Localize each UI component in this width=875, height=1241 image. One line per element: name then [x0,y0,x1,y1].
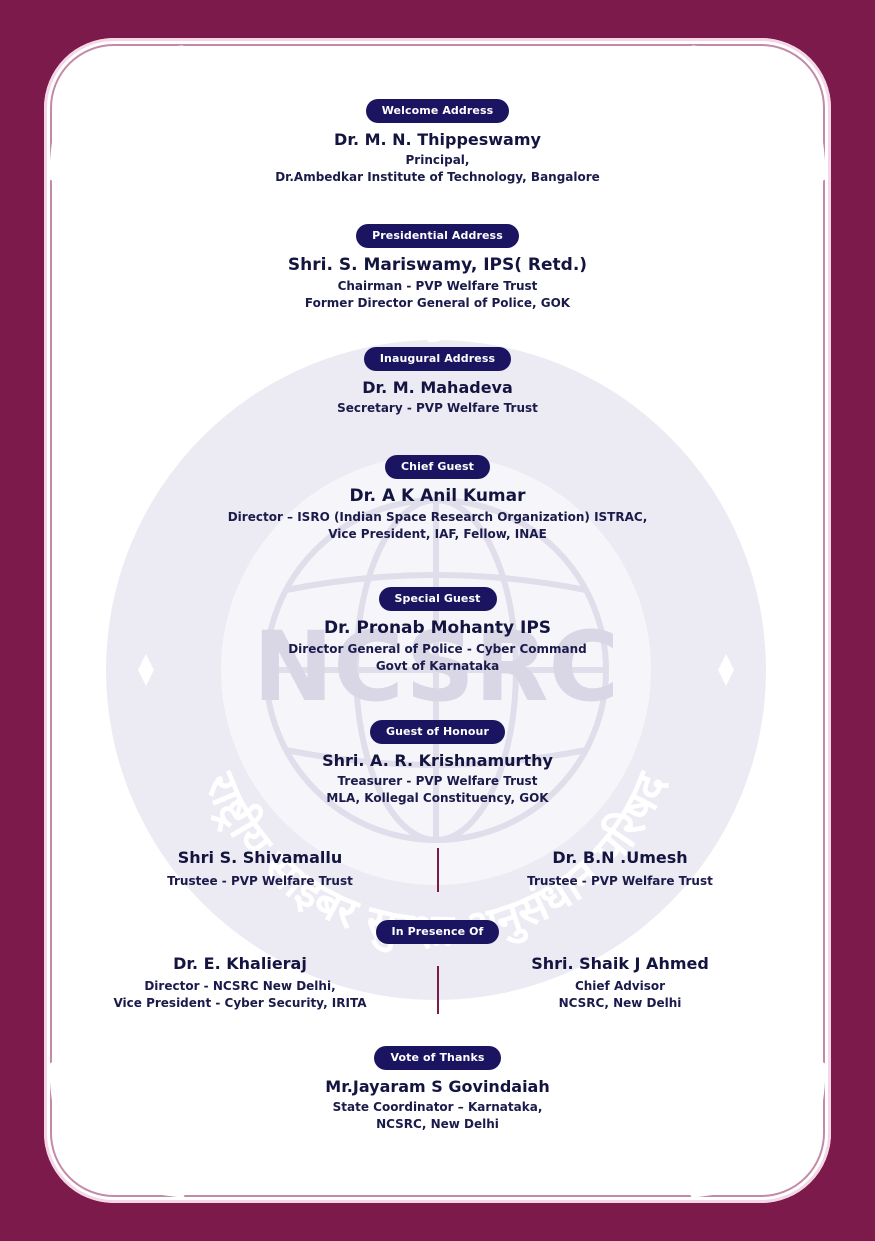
special-guest-label: Special Guest [378,587,497,611]
guest-of-honour-role1: Treasurer - PVP Welfare Trust [337,774,538,788]
special-guest-role2: Govt of Karnataka [375,659,500,673]
chief-guest-role1: Director – ISRO (Indian Space Research O… [227,510,648,524]
guest-of-honour-role2: MLA, Kollegal Constituency, GOK [326,791,549,805]
vote-of-thanks-role1: State Coordinator – Karnataka, [332,1100,543,1114]
chief-guest-section: Chief Guest Dr. A K Anil Kumar Director … [0,455,875,543]
inaugural-name: Dr. M. Mahadeva [362,378,513,397]
guest-of-honour-name: Shri. A. R. Krishnamurthy [322,751,553,770]
inaugural-role1: Secretary - PVP Welfare Trust [337,401,538,415]
presence-section: In Presence Of [0,920,875,944]
vote-of-thanks-section: Vote of Thanks Mr.Jayaram S Govindaiah S… [0,1046,875,1133]
ornament-corner-icon [49,45,185,181]
ornament-corner-icon [49,1062,185,1198]
presence-divider [437,966,439,1014]
presidential-label: Presidential Address [356,224,519,248]
presidential-role2: Former Director General of Police, GOK [304,296,571,310]
ornament-corner-icon [690,45,826,181]
trustee-left-role: Trustee - PVP Welfare Trust [167,874,353,888]
welcome-role2: Dr.Ambedkar Institute of Technology, Ban… [275,170,600,184]
trustee-right: Dr. B.N .Umesh Trustee - PVP Welfare Tru… [480,848,760,890]
presence-right-role1: Chief Advisor [574,979,666,993]
trustee-right-name: Dr. B.N .Umesh [552,848,688,867]
seal-center-text: NCSRC [253,611,619,723]
vote-of-thanks-label: Vote of Thanks [374,1046,501,1070]
presence-left: Dr. E. Khalieraj Director - NCSRC New De… [80,954,400,1012]
trustee-left: Shri S. Shivamallu Trustee - PVP Welfare… [120,848,400,890]
guest-of-honour-label: Guest of Honour [369,720,506,744]
welcome-name: Dr. M. N. Thippeswamy [334,130,541,149]
trustee-right-role: Trustee - PVP Welfare Trust [527,874,713,888]
presidential-name: Shri. S. Mariswamy, IPS( Retd.) [287,255,588,275]
trustee-left-name: Shri S. Shivamallu [177,848,343,867]
guest-of-honour-section: Guest of Honour Shri. A. R. Krishnamurth… [0,720,875,807]
trustees-divider [437,848,439,892]
presidential-section: Presidential Address Shri. S. Mariswamy,… [0,224,875,312]
ncsrc-seal-watermark-icon: National Cyber Security Research Council… [96,330,776,1000]
vote-of-thanks-role2: NCSRC, New Delhi [376,1117,499,1131]
chief-guest-label: Chief Guest [385,455,490,479]
presence-label: In Presence Of [375,920,500,944]
presence-left-name: Dr. E. Khalieraj [173,954,307,973]
welcome-section: Welcome Address Dr. M. N. Thippeswamy Pr… [0,99,875,186]
inaugural-section: Inaugural Address Dr. M. Mahadeva Secret… [0,347,875,417]
special-guest-name: Dr. Pronab Mohanty IPS [323,618,552,638]
presence-left-role1: Director - NCSRC New Delhi, [144,979,336,993]
chief-guest-role2: Vice President, IAF, Fellow, INAE [328,527,547,541]
presence-right-role2: NCSRC, New Delhi [558,996,682,1010]
special-guest-section: Special Guest Dr. Pronab Mohanty IPS Dir… [0,587,875,675]
presence-right-name: Shri. Shaik J Ahmed [531,954,709,973]
welcome-label: Welcome Address [365,99,510,123]
vote-of-thanks-name: Mr.Jayaram S Govindaiah [325,1077,550,1096]
seal-ring-text-top: National Cyber Security Research Council [96,330,776,344]
ornament-corner-icon [690,1062,826,1198]
presence-right: Shri. Shaik J Ahmed Chief Advisor NCSRC,… [480,954,760,1012]
presence-left-role2: Vice President - Cyber Security, IRITA [113,996,367,1010]
welcome-role1: Principal, [405,153,470,167]
special-guest-role1: Director General of Police - Cyber Comma… [288,642,587,656]
inaugural-label: Inaugural Address [363,347,512,371]
presidential-role1: Chairman - PVP Welfare Trust [337,279,538,293]
chief-guest-name: Dr. A K Anil Kumar [349,486,526,506]
